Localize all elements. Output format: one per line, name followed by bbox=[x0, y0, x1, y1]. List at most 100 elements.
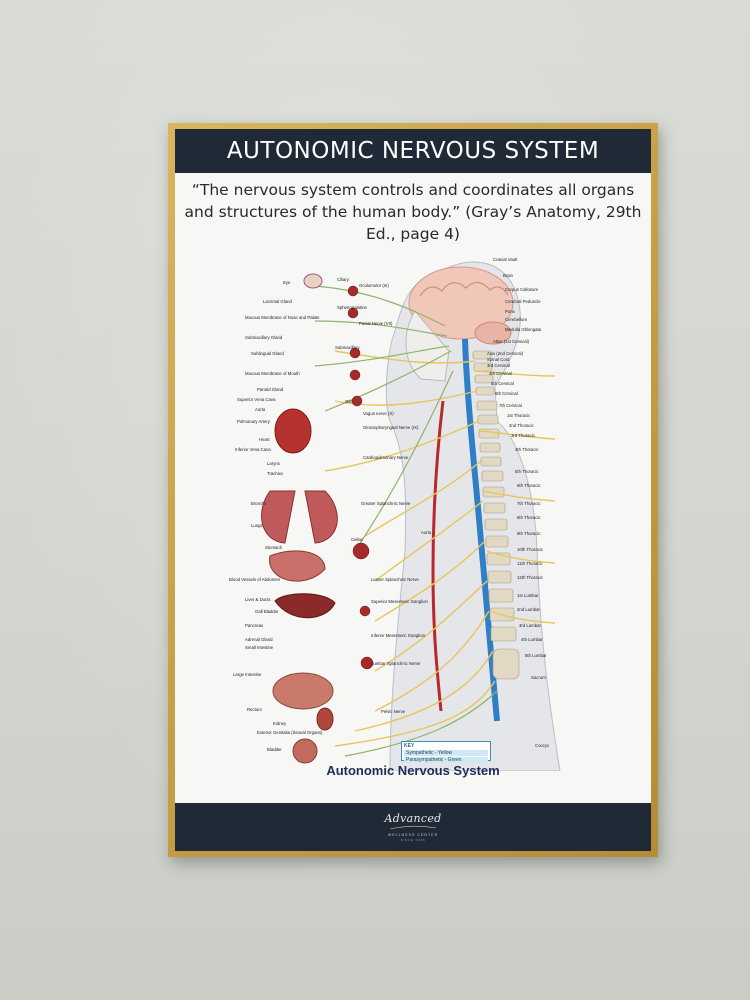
label-bladder: Bladder bbox=[267, 747, 282, 752]
anatomy-poster: AUTONOMIC NERVOUS SYSTEM “The nervous sy… bbox=[175, 129, 651, 851]
label-7th-cervical: 7th Cervical bbox=[499, 403, 522, 408]
label-pancreas: Pancreas bbox=[245, 623, 263, 628]
label-9th-thoracic: 9th Thoracic bbox=[517, 531, 541, 536]
stomach-organ bbox=[269, 550, 326, 582]
intestines-organ bbox=[272, 672, 334, 710]
spinal-cord bbox=[462, 338, 500, 722]
label-aorta-vessel: Aorta bbox=[421, 530, 432, 535]
footer-subtitle: WELLNESS CENTER bbox=[387, 833, 439, 837]
liver-organ bbox=[274, 593, 336, 619]
label-10th-thoracic: 10th Thoracic bbox=[517, 547, 544, 552]
label-parotid: Parotid Gland bbox=[257, 387, 284, 392]
label-cerebellum: Cerebellum bbox=[505, 317, 527, 322]
organs bbox=[261, 273, 338, 764]
label-genitalia: Exterior Genitalia (Sexual Organs) bbox=[257, 730, 323, 735]
label-1st-lumbar: 1st Lumbar bbox=[517, 593, 539, 598]
color-key: KEY Sympathetic - Yellow Parasympathetic… bbox=[401, 741, 491, 763]
label-1st-thoracic: 1st Thoracic bbox=[507, 413, 531, 418]
label-blood-vessels: Blood Vessels of Abdomen bbox=[229, 577, 281, 582]
poster-title: AUTONOMIC NERVOUS SYSTEM bbox=[226, 138, 600, 164]
footer-since: SINCE 2005 bbox=[400, 838, 426, 842]
label-rectum: Rectum bbox=[247, 707, 262, 712]
label-brain: Brain bbox=[503, 273, 514, 278]
label-3rd-thoracic: 3rd Thoracic bbox=[511, 433, 536, 438]
label-pelvic-nerve: Pelvic Nerve bbox=[381, 709, 406, 714]
right-labels: Cranial Vault Brain Corpus Callosum Cere… bbox=[487, 257, 550, 748]
key-sympathetic: Sympathetic - Yellow bbox=[404, 750, 488, 756]
label-4th-thoracic: 4th Thoracic bbox=[515, 447, 539, 452]
cerebellum bbox=[474, 321, 512, 345]
label-6th-cervical: 6th Cervical bbox=[495, 391, 518, 396]
bladder-organ bbox=[292, 738, 318, 764]
label-oculomotor: Oculomotor (III) bbox=[359, 283, 389, 288]
label-4th-cervical: 4th Cervical bbox=[489, 371, 512, 376]
label-submaxillary: Submaxillary Gland bbox=[245, 335, 283, 340]
label-spinal-cord: Spinal Cord bbox=[487, 357, 510, 362]
aorta-vessel bbox=[431, 400, 445, 712]
label-gall-bladder: Gall Bladder bbox=[255, 609, 279, 614]
label-4th-lumbar: 4th Lumbar bbox=[521, 637, 543, 642]
label-medulla: Medulla Oblongata bbox=[505, 327, 542, 332]
label-eye: Eye bbox=[283, 280, 291, 285]
key-parasympathetic: Parasympathetic - Green bbox=[404, 757, 488, 763]
left-labels: Eye Lacrimal Gland Mucous Membrane of No… bbox=[229, 280, 323, 752]
label-5th-cervical: 5th Cervical bbox=[491, 381, 514, 386]
ganglia bbox=[347, 285, 374, 670]
label-sacrum: Sacrum bbox=[531, 675, 546, 680]
label-sublingual: Sublingual Gland bbox=[251, 351, 284, 356]
kidney-organ bbox=[316, 707, 334, 731]
label-lungs: Lungs bbox=[251, 523, 263, 528]
footer-logo: Advanced bbox=[384, 812, 442, 825]
label-svc: Superior Vena Cava bbox=[237, 397, 276, 402]
label-2nd-lumbar: 2nd Lumbar bbox=[517, 607, 541, 612]
parasympathetic-nerves bbox=[314, 285, 498, 757]
label-large-intestine: Large Intestine bbox=[233, 672, 262, 677]
label-vagus: Vagus nerve (X) bbox=[363, 411, 394, 416]
label-3rd-cervical: 3rd Cervical bbox=[487, 363, 510, 368]
label-aorta: Aorta bbox=[255, 407, 266, 412]
key-heading: KEY bbox=[404, 743, 415, 749]
label-cranial-vault: Cranial Vault bbox=[493, 257, 518, 262]
logo-swoosh-icon bbox=[389, 825, 437, 830]
label-greater-splanchnic: Greater Splanchnic Nerve bbox=[361, 501, 411, 506]
poster-frame: AUTONOMIC NERVOUS SYSTEM “The nervous sy… bbox=[168, 123, 658, 857]
label-sphenopalatine: Sphenopalatine bbox=[337, 305, 367, 310]
label-atlas: Atlas (1st Cervical) bbox=[493, 339, 530, 344]
title-bar: AUTONOMIC NERVOUS SYSTEM bbox=[175, 129, 651, 173]
label-8th-thoracic: 8th Thoracic bbox=[517, 515, 541, 520]
label-coccyx: Coccyx bbox=[535, 743, 550, 748]
label-11th-thoracic: 11th Thoracic bbox=[517, 561, 543, 566]
label-3rd-lumbar: 3rd Lumbar bbox=[519, 623, 542, 628]
body-silhouette bbox=[385, 261, 561, 771]
label-cerebral-peduncle: Cerebral Peduncle bbox=[505, 299, 541, 304]
nervous-system-diagram: Eye Lacrimal Gland Mucous Membrane of No… bbox=[229, 257, 561, 771]
brain-folds bbox=[419, 281, 509, 297]
label-bronchi: Bronchi bbox=[251, 501, 266, 506]
label-facial-nerve: Facial Nerve (VII) bbox=[359, 321, 393, 326]
poster-quote: “The nervous system controls and coordin… bbox=[184, 181, 642, 243]
label-ciliary: Ciliary bbox=[337, 277, 350, 282]
label-larynx: Larynx bbox=[267, 461, 281, 466]
nerve-labels: Ciliary Oculomotor (III) Sphenopalatine … bbox=[335, 277, 432, 714]
label-liver: Liver & Ducts bbox=[245, 597, 271, 602]
label-pulmonary: Pulmonary Artery bbox=[237, 419, 271, 424]
label-7th-thoracic: 7th Thoracic bbox=[517, 501, 541, 506]
label-lacrimal: Lacrimal Gland bbox=[263, 299, 293, 304]
label-stomach: Stomach bbox=[265, 545, 283, 550]
vertebrae bbox=[472, 350, 520, 680]
label-axis: Axis (2nd Cervical) bbox=[487, 351, 524, 356]
label-mucous-nose: Mucous Membrane of Nose and Palate bbox=[245, 315, 320, 320]
label-5th-lumbar: 5th Lumbar bbox=[525, 653, 547, 658]
label-trachea: Trachea bbox=[267, 471, 283, 476]
label-otic: Otic bbox=[345, 399, 353, 404]
eye-organ bbox=[303, 273, 323, 289]
label-small-intestine: Small Intestine bbox=[245, 645, 274, 650]
label-ivc: Inferior Vena Cava bbox=[235, 447, 271, 452]
lungs-organ bbox=[261, 490, 338, 544]
label-kidney: Kidney bbox=[273, 721, 287, 726]
poster-footer: Advanced WELLNESS CENTER SINCE 2005 bbox=[175, 803, 651, 851]
label-2nd-thoracic: 2nd Thoracic bbox=[509, 423, 535, 428]
label-submaxillary-ganglion: Submaxillary bbox=[335, 345, 360, 350]
label-corpus-callosum: Corpus Callosum bbox=[505, 287, 538, 292]
diagram-caption: Autonomic Nervous System bbox=[326, 763, 500, 778]
